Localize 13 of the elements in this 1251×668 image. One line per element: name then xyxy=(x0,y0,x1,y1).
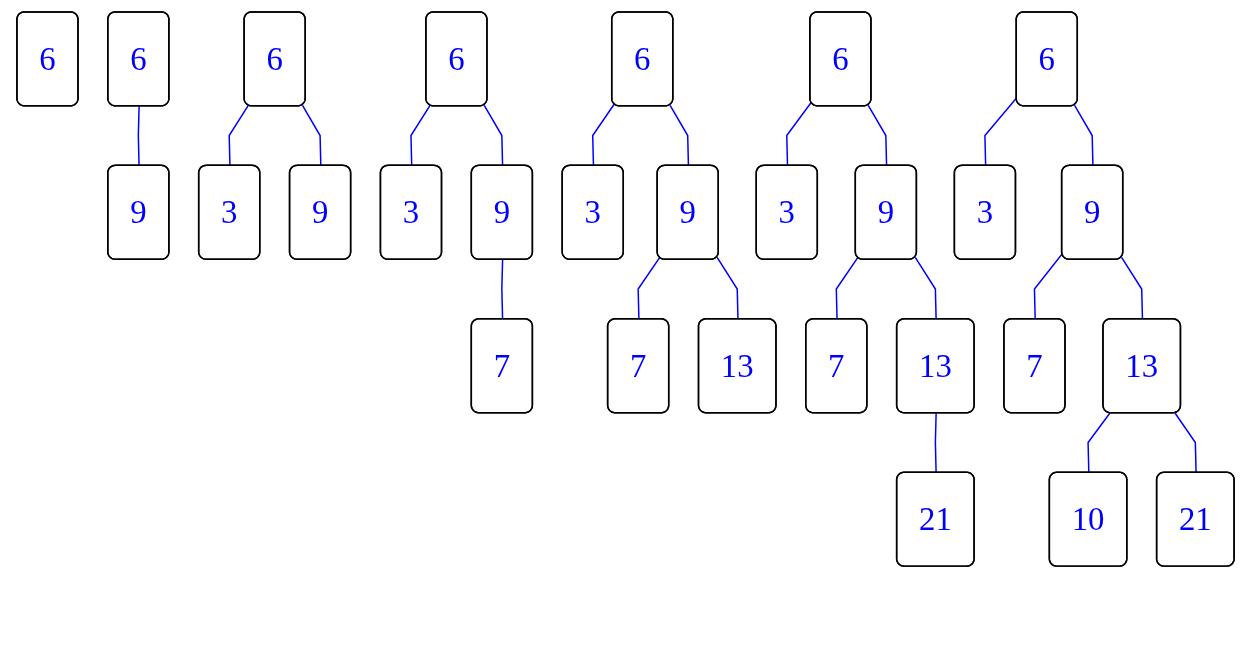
connector xyxy=(786,101,813,167)
connector xyxy=(867,104,888,167)
connector xyxy=(669,104,690,167)
connector xyxy=(1087,412,1111,474)
connector xyxy=(137,105,140,167)
connector xyxy=(301,104,322,167)
connector xyxy=(483,104,504,167)
connector xyxy=(410,104,431,167)
connector xyxy=(934,412,937,474)
connector xyxy=(1174,412,1197,474)
connector xyxy=(1073,104,1094,167)
connector xyxy=(228,104,250,167)
connector xyxy=(591,103,616,167)
